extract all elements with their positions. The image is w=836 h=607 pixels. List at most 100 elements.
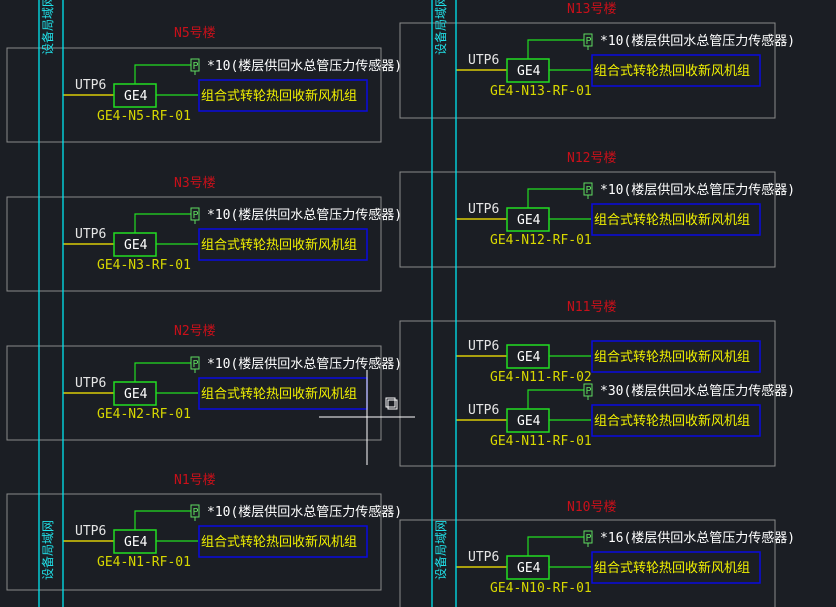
sensor-symbol: P — [586, 533, 592, 544]
unit-label: 组合式转轮热回收新风机组 — [594, 560, 750, 576]
utp-label: UTP6 — [468, 202, 499, 217]
building-title[interactable]: N12号楼 — [567, 151, 616, 166]
device-tag: GE4-N3-RF-01 — [97, 258, 191, 273]
unit-box[interactable] — [591, 203, 761, 236]
unit-box[interactable] — [198, 79, 368, 112]
unit-box[interactable] — [591, 340, 761, 373]
block-frame — [399, 171, 776, 268]
unit-box[interactable] — [591, 404, 761, 437]
sensor-label: *10(楼层供回水总管压力传感器) — [207, 356, 402, 372]
building-title[interactable]: N5号楼 — [174, 26, 216, 41]
building-title[interactable]: N11号楼 — [567, 300, 616, 315]
building-block: N11号楼UTP6GE4GE4-N11-RF-02组合式转轮热回收新风机组UTP… — [399, 300, 795, 467]
sensor-label: *10(楼层供回水总管压力传感器) — [207, 504, 402, 520]
device-label: GE4 — [124, 238, 148, 253]
utp-label: UTP6 — [75, 376, 106, 391]
utp-label: UTP6 — [468, 53, 499, 68]
unit-box[interactable] — [198, 228, 368, 261]
building-title[interactable]: N2号楼 — [174, 324, 216, 339]
crosshair-cursor-icon — [319, 370, 415, 465]
utp-label: UTP6 — [75, 227, 106, 242]
device-tag: GE4-N10-RF-01 — [490, 581, 592, 596]
sensor-link-line — [134, 64, 191, 84]
block-frame — [399, 320, 776, 467]
block-frame — [6, 345, 382, 441]
unit-box[interactable] — [591, 551, 761, 584]
unit-label: 组合式转轮热回收新风机组 — [201, 386, 357, 402]
unit-box[interactable] — [591, 54, 761, 87]
unit-box[interactable] — [198, 525, 368, 558]
building-title[interactable]: N1号楼 — [174, 473, 216, 488]
sensor-label: *10(楼层供回水总管压力传感器) — [600, 33, 795, 49]
controller-row: UTP6GE4GE4-N12-RF-01组合式转轮热回收新风机组P*10(楼层供… — [456, 182, 795, 248]
controller-row: UTP6GE4GE4-N5-RF-01组合式转轮热回收新风机组P*10(楼层供回… — [63, 58, 402, 124]
bus-label: 设备局域网 — [434, 520, 448, 580]
device-label: GE4 — [517, 213, 541, 228]
sensor-link-line — [527, 188, 584, 208]
device-tag: GE4-N13-RF-01 — [490, 84, 592, 99]
device-label: GE4 — [124, 387, 148, 402]
sensor-link-line — [134, 213, 191, 233]
sensor-link-line — [527, 389, 584, 409]
sensor-symbol: P — [193, 210, 199, 221]
device-label: GE4 — [124, 89, 148, 104]
unit-label: 组合式转轮热回收新风机组 — [201, 534, 357, 550]
controller-row: UTP6GE4GE4-N11-RF-01组合式转轮热回收新风机组P*30(楼层供… — [456, 383, 795, 449]
sensor-symbol: P — [586, 185, 592, 196]
sensor-label: *16(楼层供回水总管压力传感器) — [600, 530, 795, 546]
utp-label: UTP6 — [468, 403, 499, 418]
block-frame — [399, 22, 776, 119]
unit-label: 组合式转轮热回收新风机组 — [594, 349, 750, 365]
utp-label: UTP6 — [468, 339, 499, 354]
sensor-symbol: P — [586, 386, 592, 397]
building-title[interactable]: N10号楼 — [567, 500, 616, 515]
device-label: GE4 — [517, 561, 541, 576]
device-label: GE4 — [517, 350, 541, 365]
unit-label: 组合式转轮热回收新风机组 — [594, 212, 750, 228]
unit-label: 组合式转轮热回收新风机组 — [594, 413, 750, 429]
sensor-label: *10(楼层供回水总管压力传感器) — [207, 207, 402, 223]
bus-label: 设备局域网 — [434, 0, 448, 55]
block-frame — [399, 519, 776, 607]
sensor-symbol: P — [586, 36, 592, 47]
device-tag: GE4-N2-RF-01 — [97, 407, 191, 422]
building-title[interactable]: N3号楼 — [174, 176, 216, 191]
sensor-link-line — [527, 39, 584, 59]
sensor-link-line — [527, 536, 584, 556]
sensor-label: *30(楼层供回水总管压力传感器) — [600, 383, 795, 399]
unit-label: 组合式转轮热回收新风机组 — [201, 88, 357, 104]
controller-row: UTP6GE4GE4-N13-RF-01组合式转轮热回收新风机组P*10(楼层供… — [456, 33, 795, 99]
device-tag: GE4-N11-RF-01 — [490, 434, 592, 449]
sensor-label: *10(楼层供回水总管压力传感器) — [600, 182, 795, 198]
block-frame — [6, 47, 382, 143]
sensor-symbol: P — [193, 61, 199, 72]
bus-label: 设备局域网 — [41, 0, 55, 55]
unit-label: 组合式转轮热回收新风机组 — [594, 63, 750, 79]
building-block: N5号楼UTP6GE4GE4-N5-RF-01组合式转轮热回收新风机组P*10(… — [6, 26, 402, 143]
device-tag: GE4-N11-RF-02 — [490, 370, 592, 385]
utp-label: UTP6 — [75, 524, 106, 539]
device-label: GE4 — [124, 535, 148, 550]
device-tag: GE4-N1-RF-01 — [97, 555, 191, 570]
utp-label: UTP6 — [468, 550, 499, 565]
sensor-symbol: P — [193, 507, 199, 518]
building-title[interactable]: N13号楼 — [567, 2, 616, 17]
unit-label: 组合式转轮热回收新风机组 — [201, 237, 357, 253]
building-block: N12号楼UTP6GE4GE4-N12-RF-01组合式转轮热回收新风机组P*1… — [399, 151, 795, 268]
sensor-label: *10(楼层供回水总管压力传感器) — [207, 58, 402, 74]
block-frame — [6, 493, 382, 591]
sensor-symbol: P — [193, 359, 199, 370]
pickbox-icon — [385, 397, 396, 408]
device-tag: GE4-N5-RF-01 — [97, 109, 191, 124]
block-frame — [6, 196, 382, 292]
bus-label: 设备局域网 — [41, 520, 55, 580]
